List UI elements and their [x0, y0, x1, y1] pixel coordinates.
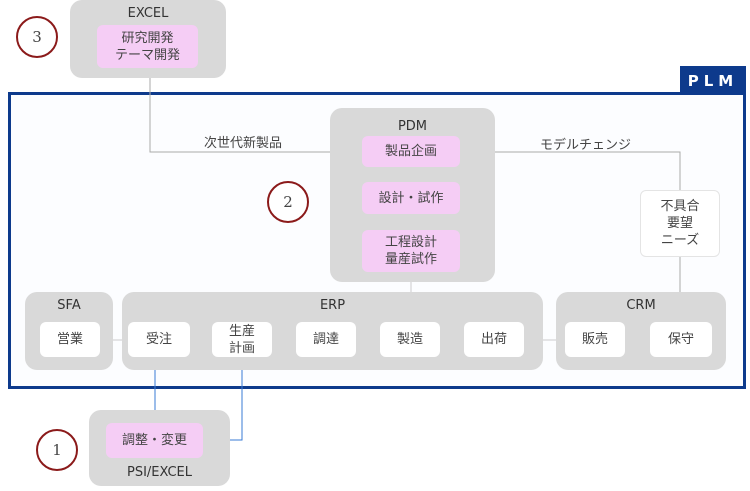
plm-label: PLM — [680, 66, 746, 95]
sfa-title: SFA — [57, 298, 81, 313]
erp-item-procurement: 調達 — [296, 322, 356, 357]
marker-1: 1 — [36, 429, 78, 471]
pdm-item-process: 工程設計 量産試作 — [362, 230, 460, 272]
pdm-item-design: 設計・試作 — [362, 182, 460, 214]
next-gen-arrow — [149, 68, 358, 155]
psi-title: PSI/EXCEL — [126, 465, 192, 480]
crm-item-sales: 販売 — [565, 322, 625, 357]
feedback-box: 不具合 要望 ニーズ — [640, 190, 720, 257]
psi-adjust-box: 調整・変更 — [106, 423, 203, 458]
erp-item-manufacturing: 製造 — [380, 322, 440, 357]
erp-item-order: 受注 — [128, 322, 190, 357]
pdm-title: PDM — [397, 119, 428, 134]
erp-item-production-plan: 生産 計画 — [212, 322, 272, 357]
erp-item-shipping: 出荷 — [464, 322, 524, 357]
model-change-label: モデルチェンジ — [540, 138, 632, 153]
sfa-item-sales: 営業 — [40, 322, 100, 357]
excel-title: EXCEL — [127, 6, 169, 21]
next-gen-label: 次世代新製品 — [204, 136, 283, 151]
marker-3: 3 — [16, 16, 58, 58]
pdm-item-planning: 製品企画 — [362, 136, 460, 167]
erp-title: ERP — [319, 298, 346, 313]
crm-item-maintenance: 保守 — [650, 322, 712, 357]
model-change-arrow — [465, 149, 681, 322]
rd-theme-box: 研究開発 テーマ開発 — [97, 25, 198, 68]
crm-title: CRM — [626, 298, 656, 313]
marker-2: 2 — [267, 181, 309, 223]
